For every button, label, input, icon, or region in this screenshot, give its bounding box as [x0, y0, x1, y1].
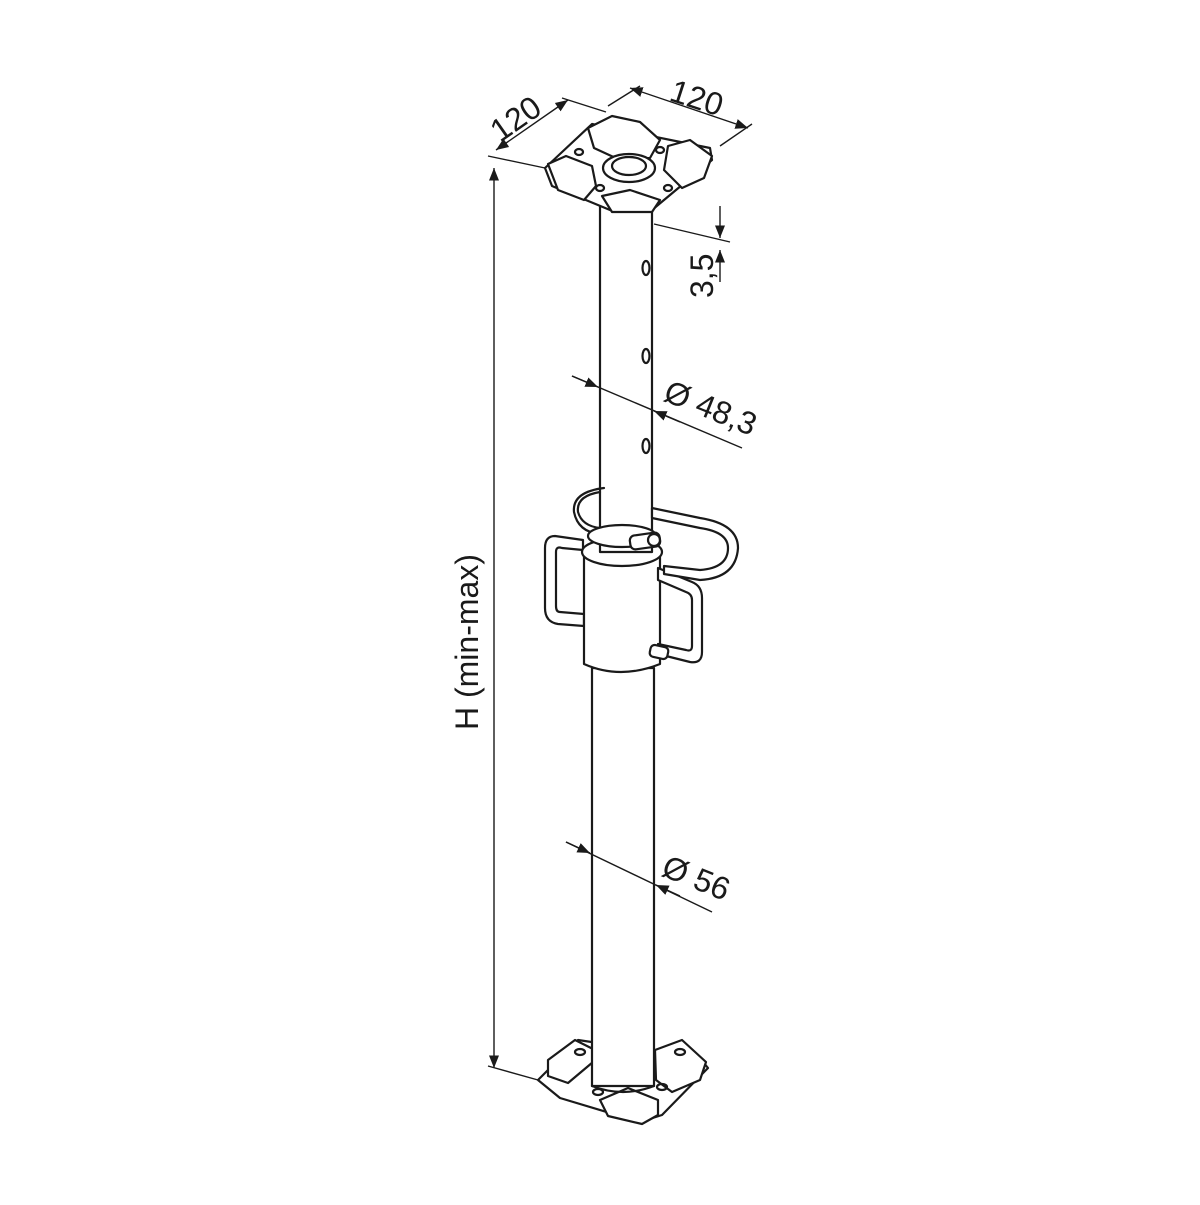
- adjustment-collar: [543, 534, 704, 674]
- thickness-label: 3,5: [684, 254, 720, 298]
- top-width-1-label: 120: [483, 89, 547, 149]
- outer-tube: [590, 666, 656, 1094]
- dimension-height: H (min-max): [449, 155, 546, 1081]
- top-width-2-label: 120: [666, 72, 728, 123]
- height-label: H (min-max): [449, 554, 485, 730]
- top-head-plate: [543, 114, 714, 214]
- dimension-thickness: 3,5: [653, 206, 731, 298]
- inner-diameter-label: Ø 48,3: [659, 373, 762, 442]
- inner-tube: [598, 198, 654, 554]
- outer-diameter-label: Ø 56: [657, 848, 735, 907]
- locking-pin-ring: [572, 486, 740, 582]
